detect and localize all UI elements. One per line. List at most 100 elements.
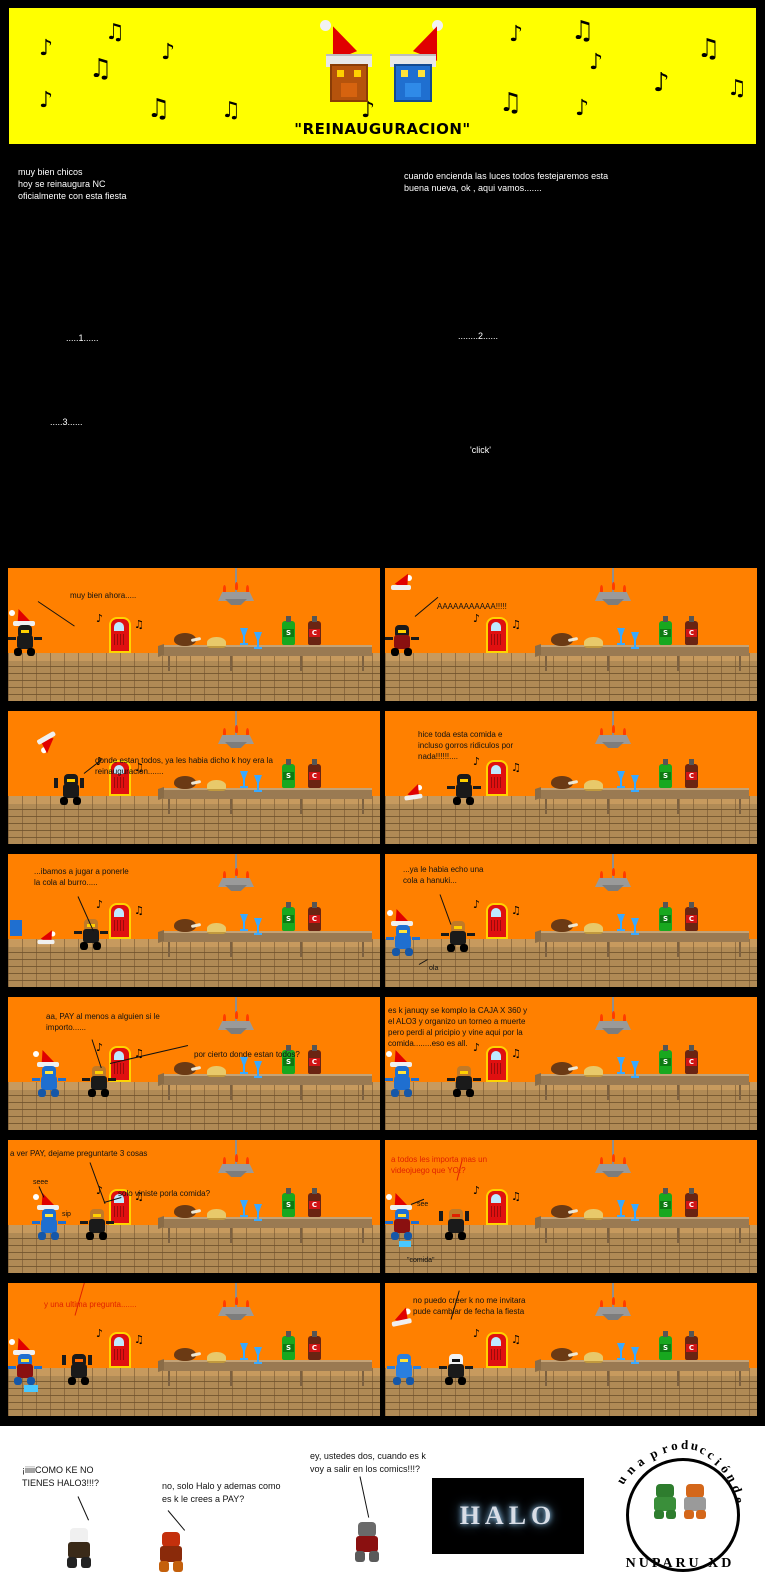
speech-text: es k januqy se komplo la CAJA X 360 y el… bbox=[388, 1006, 528, 1048]
comic-panel-11: ♪ ♫ S C bbox=[8, 1283, 380, 1416]
soda-bottle-green: S bbox=[659, 616, 672, 645]
brick-floor bbox=[8, 1225, 380, 1273]
music-note-icon: ♫ bbox=[134, 1047, 144, 1060]
speech-text-extra: ola bbox=[429, 965, 439, 972]
logo-character-orange bbox=[682, 1484, 708, 1520]
chandelier-icon bbox=[590, 997, 636, 1043]
music-note-icon: ♫ bbox=[134, 761, 144, 774]
goblet-icon bbox=[254, 632, 262, 649]
comic-panel-1: ♪ ♫ S C muy bien ahora bbox=[8, 568, 380, 701]
character-pay-sitting bbox=[441, 919, 475, 953]
brick-floor bbox=[8, 653, 380, 701]
jukebox-icon[interactable] bbox=[486, 903, 508, 939]
music-note-icon: ♪ bbox=[473, 612, 481, 625]
music-note-icon: ♪ bbox=[161, 40, 176, 65]
footer-character-mid bbox=[156, 1532, 186, 1572]
hat-pompom-icon bbox=[431, 20, 443, 31]
character-pay bbox=[8, 606, 42, 657]
santa-hat-icon bbox=[9, 606, 35, 627]
character-hanuki bbox=[385, 1047, 419, 1098]
speech-text-sip: sip bbox=[62, 1211, 71, 1218]
speech-text: a ver PAY, dejame preguntarte 3 cosas bbox=[10, 1149, 148, 1158]
character-hanuki bbox=[385, 1190, 419, 1241]
character-pay-sitting bbox=[74, 917, 108, 951]
character-body bbox=[393, 64, 432, 102]
character-hanuki-peeking bbox=[10, 920, 22, 936]
intro-click-sfx: 'click' bbox=[470, 445, 491, 455]
jukebox-icon[interactable] bbox=[486, 1189, 508, 1225]
music-note-icon: ♫ bbox=[727, 76, 747, 101]
music-note-icon: ♫ bbox=[221, 98, 241, 123]
music-note-icon: ♪ bbox=[39, 36, 54, 61]
hat-pompom-icon bbox=[319, 20, 331, 31]
character-hanuki bbox=[32, 1047, 66, 1098]
music-note-icon: ♪ bbox=[361, 98, 376, 123]
music-note-icon: ♫ bbox=[89, 54, 113, 84]
candle-flame-icon bbox=[246, 585, 249, 593]
banquet-table: S C bbox=[539, 1188, 749, 1243]
footer-speech-right: ey, ustedes dos, cuando es k voy a salir… bbox=[310, 1451, 426, 1474]
music-note-icon: ♪ bbox=[39, 88, 54, 113]
comic-panel-6: ♪ ♫ S C bbox=[385, 854, 757, 987]
jukebox-icon[interactable] bbox=[486, 1046, 508, 1082]
goblet-icon bbox=[617, 628, 625, 646]
music-note-icon: ♪ bbox=[509, 22, 524, 47]
music-note-icon: ♪ bbox=[96, 898, 104, 911]
comic-panel-3: ♪ ♫ S C donde estan todos, ya les bbox=[8, 711, 380, 844]
music-note-icon: ♪ bbox=[473, 1184, 481, 1197]
speech-text: a todos les importa mas un videojuego qu… bbox=[391, 1155, 488, 1175]
music-note-icon: ♪ bbox=[96, 1327, 104, 1340]
eye-icon bbox=[353, 70, 361, 77]
jukebox-icon[interactable] bbox=[109, 760, 131, 796]
intro-dark-section: muy bien chicos hoy se reinaugura NC ofi… bbox=[0, 150, 765, 568]
soda-bottle-green: S bbox=[282, 616, 295, 645]
jukebox-icon[interactable] bbox=[109, 903, 131, 939]
comic-panel-9: ♪ ♫ S C bbox=[8, 1140, 380, 1273]
chandelier-icon bbox=[590, 854, 636, 900]
character-pay-sitting bbox=[82, 1064, 116, 1098]
speech-text: no puedo creer k no me invitara pude cam… bbox=[413, 1296, 526, 1316]
character-hanuki bbox=[8, 1335, 42, 1386]
speech-text: y una ultima pregunta....... bbox=[44, 1300, 137, 1309]
chandelier-chain bbox=[235, 568, 237, 592]
intro-line-1: muy bien chicos hoy se reinaugura NC ofi… bbox=[18, 167, 127, 201]
music-note-icon: ♪ bbox=[473, 1327, 481, 1340]
jukebox-icon[interactable] bbox=[109, 1332, 131, 1368]
goblet-icon bbox=[631, 632, 639, 649]
jukebox-icon[interactable] bbox=[486, 760, 508, 796]
character-pay bbox=[447, 772, 481, 806]
character-pay bbox=[385, 623, 419, 657]
character-pay-sitting bbox=[80, 1207, 114, 1241]
speech-text: hice toda esta comida e incluso gorros r… bbox=[418, 730, 514, 761]
banner-characters bbox=[314, 14, 452, 126]
music-note-icon: ♪ bbox=[473, 1041, 481, 1054]
jukebox-icon[interactable] bbox=[109, 617, 131, 653]
candle-flame-icon bbox=[235, 582, 238, 590]
turkey-icon bbox=[551, 633, 573, 646]
chandelier-icon bbox=[213, 711, 259, 757]
chandelier-icon bbox=[213, 854, 259, 900]
goblet-icon bbox=[240, 628, 248, 646]
comic-panel-7: ♪ ♫ S C bbox=[8, 997, 380, 1130]
music-note-icon: ♪ bbox=[96, 612, 104, 625]
music-note-icon: ♫ bbox=[511, 1190, 521, 1203]
music-note-icon: ♫ bbox=[134, 904, 144, 917]
music-note-icon: ♫ bbox=[499, 88, 523, 118]
intro-count-2: ........2...... bbox=[458, 331, 499, 341]
speech-text: donde estan todos, ya les habia dicho k … bbox=[95, 756, 273, 776]
music-note-icon: ♪ bbox=[575, 96, 590, 121]
character-body bbox=[329, 64, 368, 102]
jukebox-icon[interactable] bbox=[109, 1046, 131, 1082]
character-body bbox=[17, 635, 33, 649]
music-note-icon: ♫ bbox=[511, 904, 521, 917]
music-note-icon: ♫ bbox=[571, 16, 595, 46]
santa-hat-icon bbox=[33, 1047, 59, 1068]
flying-santa-hat-icon bbox=[391, 570, 415, 592]
comic-panel-10: ♪ ♫ S C bbox=[385, 1140, 757, 1273]
jukebox-icon[interactable] bbox=[486, 617, 508, 653]
santa-hat-icon bbox=[387, 906, 413, 927]
halo-logo-text: HALO bbox=[459, 1501, 557, 1530]
jukebox-icon[interactable] bbox=[486, 1332, 508, 1368]
music-note-icon: ♪ bbox=[653, 68, 670, 98]
speech-text: ...ya le habia echo una cola a hanuki... bbox=[403, 865, 484, 885]
